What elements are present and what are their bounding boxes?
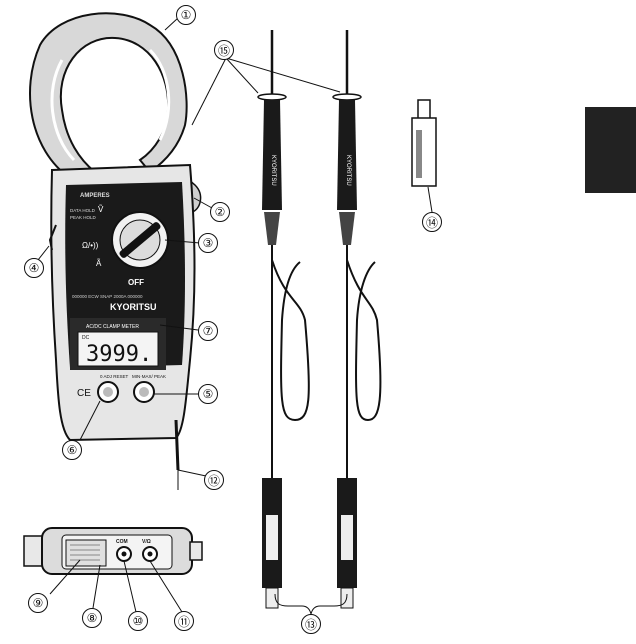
meter-bottom-view: COM V/Ω <box>23 527 203 575</box>
callout-12: ⑫ <box>204 470 224 490</box>
com-jack-label: COM <box>116 539 128 545</box>
callout-3: ③ <box>198 233 218 253</box>
callout-7: ⑦ <box>198 321 218 341</box>
callout-14: ⑭ <box>422 212 442 232</box>
hand-strap <box>48 224 57 251</box>
callout-13: ⑬ <box>301 614 321 634</box>
test-lead-left: KYORITSU <box>257 30 310 609</box>
callout-11: ⑪ <box>174 611 194 631</box>
data-hold-label: DATA HOLD <box>70 208 96 213</box>
lead-brand-right: KYORITSU <box>345 155 351 186</box>
clamp-jaw <box>29 12 188 180</box>
lcd-value: 3999. <box>86 342 152 367</box>
callout-1: ① <box>176 5 196 25</box>
dial-off-label: OFF <box>128 278 144 287</box>
brand-logo: KYORITSU <box>110 302 157 312</box>
probe-handle-right <box>337 100 357 210</box>
lcd-mode: DC <box>82 335 90 341</box>
callout-10: ⑩ <box>128 611 148 631</box>
callout-2: ② <box>210 202 230 222</box>
battery-cover[interactable] <box>65 539 107 567</box>
strap-cord <box>174 419 180 471</box>
model-line: AC/DC CLAMP METER <box>86 324 139 330</box>
leader-lines <box>37 17 433 615</box>
peak-hold-label: PEAK HOLD <box>70 215 97 220</box>
minmax-label: MIN·MAX/ PEAK <box>132 374 166 379</box>
callout-9: ⑨ <box>28 593 48 613</box>
callout-6: ⑥ <box>62 440 82 460</box>
section-tab-marker <box>585 107 636 193</box>
zero-adj-label: 0 ADJ RESET <box>100 374 129 379</box>
dial-amp-label: Ã <box>96 259 102 268</box>
dial-volt-label: Ṽ <box>98 205 104 214</box>
clamp-meter: AMPERES DATA HOLD PEAK HOLD Ṽ Ω/•)) Ã OF… <box>29 12 202 490</box>
callout-4: ④ <box>24 258 44 278</box>
callout-15: ⑮ <box>214 40 234 60</box>
amperes-label: AMPERES <box>80 193 110 199</box>
warning-strip: 000000 ECW SNAP 2000A 000000 <box>72 294 143 299</box>
test-lead-right: KYORITSU <box>332 30 382 609</box>
callout-5: ⑤ <box>198 384 218 404</box>
probe-cap <box>411 99 437 187</box>
lead-brand-left: KYORITSU <box>270 155 276 186</box>
ce-mark: CE <box>77 388 91 399</box>
dial-ohm-label: Ω/•)) <box>82 241 99 250</box>
callout-8: ⑧ <box>82 608 102 628</box>
v-jack-label: V/Ω <box>142 539 151 545</box>
lcd-screen <box>77 331 159 367</box>
probe-handle-left <box>262 100 282 210</box>
